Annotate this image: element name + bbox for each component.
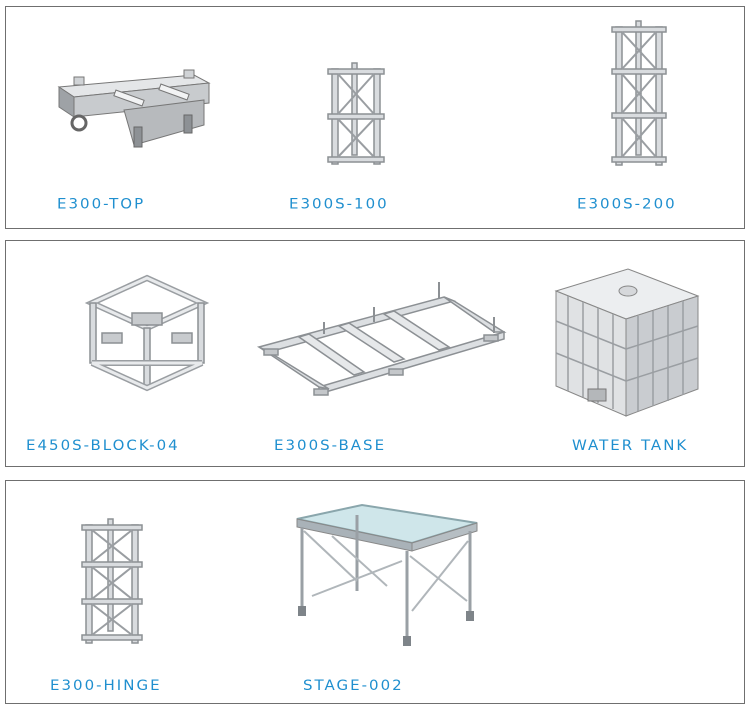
product-label: E300S-200	[577, 195, 677, 213]
product-label: E300S-100	[289, 195, 389, 213]
product-e300s-100[interactable]	[324, 59, 394, 169]
product-label: E300-HINGE	[50, 676, 162, 694]
water-tank-icon	[554, 268, 700, 417]
truss-base-icon	[256, 282, 507, 396]
truss-section-short-icon	[327, 62, 385, 165]
product-e300-hinge[interactable]	[80, 517, 150, 647]
product-e300s-200[interactable]	[610, 19, 672, 169]
product-label: E300-TOP	[57, 195, 146, 213]
product-panel-2: E450S-BLOCK-04	[5, 240, 745, 467]
product-panel-1: E300-TOP E300S-100	[5, 6, 745, 229]
truss-section-tall-icon	[611, 20, 667, 166]
product-label: STAGE-002	[303, 676, 404, 694]
truss-hinge-icon	[81, 518, 143, 644]
truss-block-icon	[84, 274, 210, 392]
product-panel-3: E300-HINGE	[5, 480, 745, 704]
product-label: E300S-BASE	[274, 436, 387, 454]
product-label: E450S-BLOCK-04	[26, 436, 180, 454]
product-stage-002[interactable]	[292, 501, 482, 651]
product-e300s-base[interactable]	[254, 277, 509, 402]
truss-top-icon	[57, 69, 211, 148]
product-label: WATER TANK	[572, 436, 689, 454]
product-e300-top[interactable]	[54, 65, 214, 155]
product-water-tank[interactable]	[548, 261, 708, 421]
stage-platform-icon	[296, 503, 478, 646]
product-e450s-block-04[interactable]	[82, 273, 212, 393]
